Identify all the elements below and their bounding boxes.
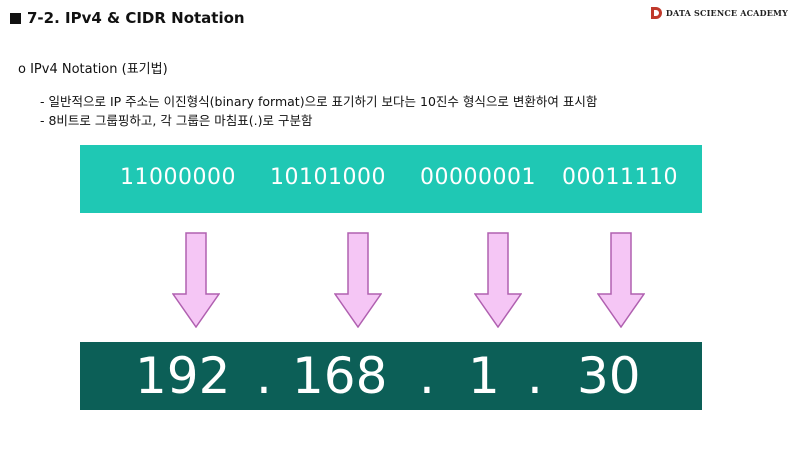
decimal-bar: 192 . 168 . 1 . 30 [80,342,702,410]
slide-title: 7-2. IPv4 & CIDR Notation [10,9,245,27]
title-square-icon [10,12,21,24]
brand-logo: DATA SCIENCE ACADEMY [650,6,788,20]
binary-octet-1: 11000000 [120,165,236,190]
section-heading: o IPv4 Notation (표기법) [18,62,168,77]
down-arrow-icon [334,232,382,328]
decimal-separator: . [527,347,543,405]
down-arrow-icon [172,232,220,328]
binary-bar: 11000000 10101000 00000001 00011110 [80,145,702,213]
decimal-octet-3: 1 [468,347,500,405]
slide-title-text: 7-2. IPv4 & CIDR Notation [27,9,245,27]
down-arrow-icon [597,232,645,328]
decimal-octet-1: 192 [135,347,231,405]
binary-octet-3: 00000001 [420,165,536,190]
decimal-octet-2: 168 [292,347,388,405]
bullet-list: - 일반적으로 IP 주소는 이진형식(binary format)으로 표기하… [40,92,597,130]
decimal-octet-4: 30 [577,347,641,405]
brand-d-icon [650,7,662,19]
bullet-item: - 8비트로 그룹핑하고, 각 그룹은 마침표(.)로 구분함 [40,113,313,128]
decimal-separator: . [256,347,272,405]
binary-octet-2: 10101000 [270,165,386,190]
decimal-separator: . [419,347,435,405]
down-arrow-icon [474,232,522,328]
binary-octet-4: 00011110 [562,165,678,190]
brand-text: DATA SCIENCE ACADEMY [665,8,788,18]
bullet-item: - 일반적으로 IP 주소는 이진형식(binary format)으로 표기하… [40,94,598,109]
